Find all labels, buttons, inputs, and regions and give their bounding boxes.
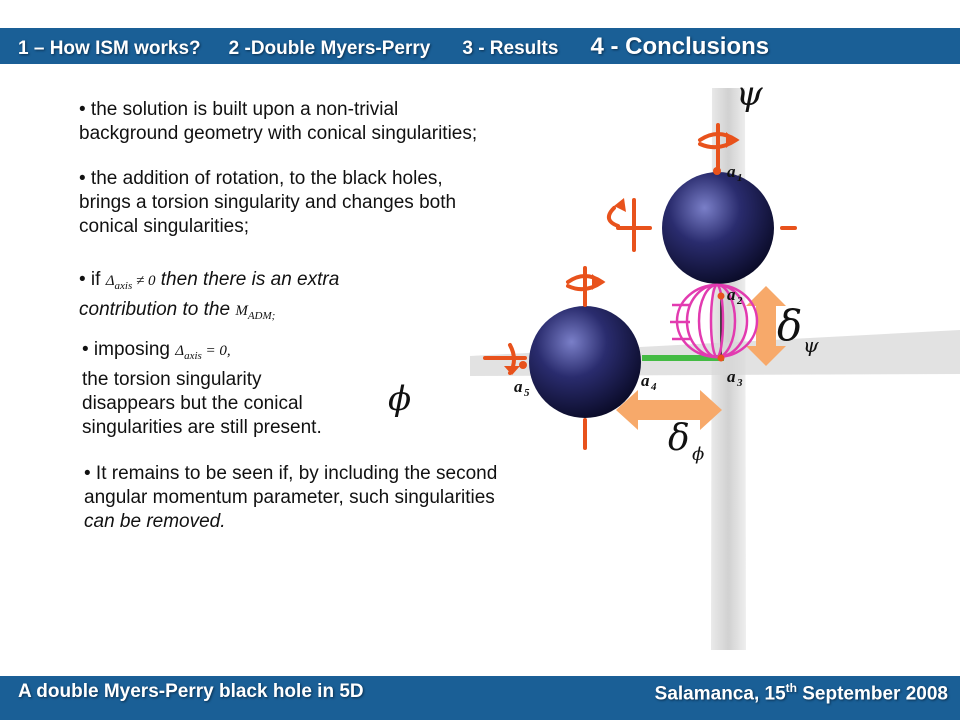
tab-conclusions[interactable]: 4 - Conclusions	[590, 33, 770, 60]
bullet-5-line-3: can be removed.	[84, 511, 226, 532]
label-a3-sub: 3	[736, 377, 743, 389]
section-nav: 1 – How ISM works? 2 -Double Myers-Perry…	[18, 33, 769, 61]
tab-double-myers-perry[interactable]: 2 -Double Myers-Perry	[228, 38, 431, 59]
delta-symbol-2: Δ	[175, 343, 185, 359]
label-a4: a	[641, 371, 650, 390]
bullet-4-line-3: disappears but the conical	[82, 393, 303, 414]
rotation-ring	[670, 283, 759, 359]
bullet-1-line-2: background geometry with conical singula…	[79, 123, 478, 144]
bullet-4-prefix: • imposing	[82, 339, 176, 360]
footer-bar	[0, 676, 960, 720]
bullet-3-prefix: • if	[79, 269, 106, 290]
mass-symbol: M	[235, 303, 248, 319]
psi-symbol: ψ	[736, 74, 763, 114]
black-hole-top	[662, 172, 774, 284]
adm-subscript: ADM;	[247, 310, 276, 322]
label-a4-sub: 4	[650, 381, 657, 393]
tab-how-ism-works[interactable]: 1 – How ISM works?	[18, 38, 201, 59]
footer-venue-date: Salamanca, 15th September 2008	[655, 681, 948, 705]
label-a2-sub: 2	[736, 295, 743, 307]
bullet-extra-contribution: • if Δaxis ≠ 0 then there is an extra co…	[79, 268, 339, 328]
delta-phi-subscript: ϕ	[692, 444, 704, 465]
bullet-4-line-4: singularities are still present.	[82, 417, 322, 438]
footer-date: September 2008	[796, 683, 948, 705]
delta-psi-delta: δ	[777, 301, 802, 350]
bullet-2-line-1: • the addition of rotation, to the black…	[79, 168, 443, 189]
rotation-arrows	[483, 123, 797, 450]
equality: = 0,	[201, 343, 231, 359]
label-a1-sub: 1	[737, 172, 743, 184]
delta-psi-subscript: ψ	[803, 333, 819, 357]
bullet-rotation-torsion: • the addition of rotation, to the black…	[79, 167, 456, 239]
footer-venue: Salamanca, 15	[654, 683, 786, 705]
black-hole-left	[529, 306, 641, 418]
footer-ordinal: th	[785, 681, 797, 695]
arrowheads	[504, 132, 736, 375]
label-a1: a	[727, 162, 736, 181]
inequality: ≠ 0	[132, 273, 156, 289]
rod-segment	[642, 355, 724, 361]
bullet-5-line-2: angular momentum parameter, such singula…	[84, 487, 495, 508]
bullet-2-line-3: conical singularities;	[79, 216, 250, 237]
tab-results[interactable]: 3 - Results	[462, 38, 559, 59]
label-a5: a	[514, 377, 523, 396]
bullet-future-work: • It remains to be seen if, by including…	[84, 462, 497, 534]
rod-endpoints	[519, 167, 725, 369]
label-a2: a	[727, 285, 736, 304]
delta-phi-delta: δ	[668, 418, 690, 459]
bullet-4-line-2: the torsion singularity	[82, 369, 262, 390]
bullet-3-text: then there is an extra	[155, 269, 340, 290]
bullet-5-line-1: • It remains to be seen if, by including…	[84, 463, 498, 484]
bullet-1-line-1: • the solution is built upon a non-trivi…	[79, 99, 399, 120]
delta-phi-arrow	[616, 390, 722, 430]
phi-symbol: ϕ	[388, 379, 411, 419]
bullet-background-geometry: • the solution is built upon a non-trivi…	[79, 98, 477, 146]
axis-subscript: axis	[114, 280, 133, 292]
axis-subscript-2: axis	[184, 350, 202, 362]
bullet-3-line-2: contribution to the	[79, 299, 236, 320]
label-a5-sub: 5	[524, 387, 530, 399]
header-bar	[0, 28, 960, 64]
label-a3: a	[727, 367, 736, 386]
footer-title: A double Myers-Perry black hole in 5D	[18, 681, 364, 702]
delta-symbol: Δ	[105, 273, 115, 289]
delta-psi-arrow	[746, 286, 786, 366]
bullet-2-line-2: brings a torsion singularity and changes…	[79, 192, 457, 213]
bullet-imposing-delta: • imposing Δaxis = 0, the torsion singul…	[82, 338, 322, 440]
